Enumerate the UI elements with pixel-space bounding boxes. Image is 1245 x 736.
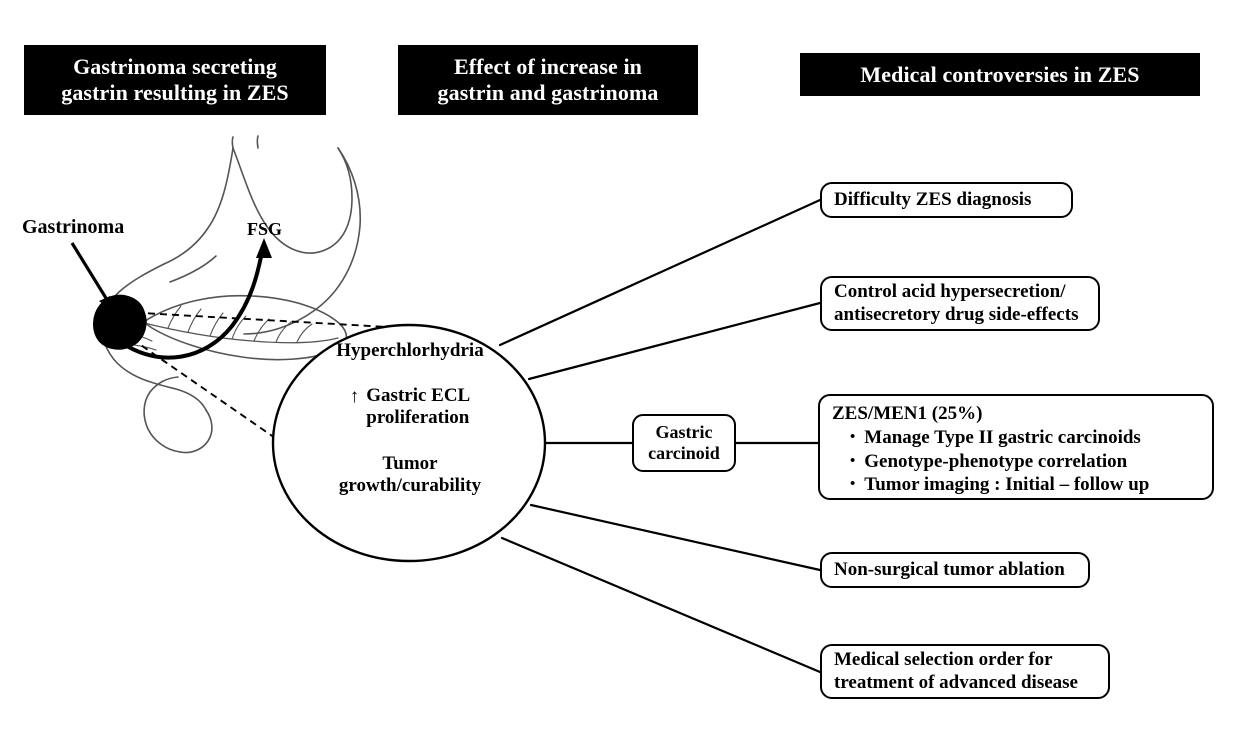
header-line: Medical controversies in ZES [860,61,1140,87]
men1-bullet-item: • Manage Type II gastric carcinoids [832,426,1200,449]
box-line: treatment of advanced disease [834,671,1078,693]
center-ecl-text: Gastric ECL proliferation [366,385,470,429]
link-to-control-acid [527,301,822,381]
bullet-icon: • [850,452,856,469]
magnifier-leader-lines [121,311,389,441]
fsg-label: FSG [247,219,283,239]
box-line: Medical selection order for [834,649,1053,671]
header-line: Effect of increase in [453,54,643,80]
men1-item-label: Genotype-phenotype correlation [864,450,1128,472]
header-line: gastrin resulting in ZES [61,80,289,105]
header-gastrinoma-zes: Gastrinoma secreting gastrin resulting i… [24,45,326,115]
box-line: Control acid hypersecretion/ [834,281,1066,303]
gastrinoma-label: Gastrinoma [22,216,125,238]
center-ecl-line1: Gastric ECL [366,384,471,406]
link-to-ablation [529,503,822,572]
gastrinoma-tumor-marker [93,294,147,350]
link-to-selection [500,536,822,674]
men1-item-label: Manage Type II gastric carcinoids [864,427,1141,449]
men1-bullet-item: • Tumor imaging : Initial – follow up [832,473,1200,496]
box-non-surgical-ablation[interactable]: Non-surgical tumor ablation [820,552,1090,588]
men1-heading: ZES/MEN1 (25%) [832,403,983,424]
header-line: gastrin and gastrinoma [437,80,659,105]
central-node-content: Hyperchlorhydria ↑ Gastric ECL prolifera… [275,340,545,498]
header-medical-controversies: Medical controversies in ZES [800,53,1200,96]
box-line: Non-surgical tumor ablation [834,558,1065,580]
header-line: Gastrinoma secreting [73,54,277,80]
carcinoid-line1: Gastric [655,421,713,442]
box-zes-men1[interactable]: ZES/MEN1 (25%) • Manage Type II gastric … [818,394,1214,500]
center-ecl-block: ↑ Gastric ECL proliferation [275,385,545,429]
center-tumor-block: Tumor growth/curability [275,453,545,498]
center-tumor-line2: growth/curability [338,475,482,497]
center-tumor-line1: Tumor [382,452,438,474]
box-difficulty-diagnosis[interactable]: Difficulty ZES diagnosis [820,182,1073,218]
header-effect-increase: Effect of increase in gastrin and gastri… [398,45,698,115]
carcinoid-line2: carcinoid [648,443,720,463]
node-gastric-carcinoid[interactable]: Gastric carcinoid [632,414,736,472]
bullet-icon: • [850,475,856,492]
up-arrow-icon: ↑ [349,385,360,407]
center-title: Hyperchlorhydria [336,340,484,361]
box-line: antisecretory drug side-effects [834,303,1079,325]
box-line: Difficulty ZES diagnosis [834,188,1032,210]
men1-bullet-item: • Genotype-phenotype correlation [832,450,1200,473]
bullet-icon: • [850,429,856,446]
fsg-secretion-arrow [120,238,272,360]
link-to-diagnosis [498,198,822,347]
central-ellipse [271,323,547,563]
box-medical-selection[interactable]: Medical selection order for treatment of… [820,644,1110,699]
men1-item-label: Tumor imaging : Initial – follow up [864,473,1150,495]
box-control-acid[interactable]: Control acid hypersecretion/ antisecreto… [820,276,1100,331]
gastrinoma-pointer-arrow [70,242,114,312]
center-ecl-line2: proliferation [366,406,470,428]
